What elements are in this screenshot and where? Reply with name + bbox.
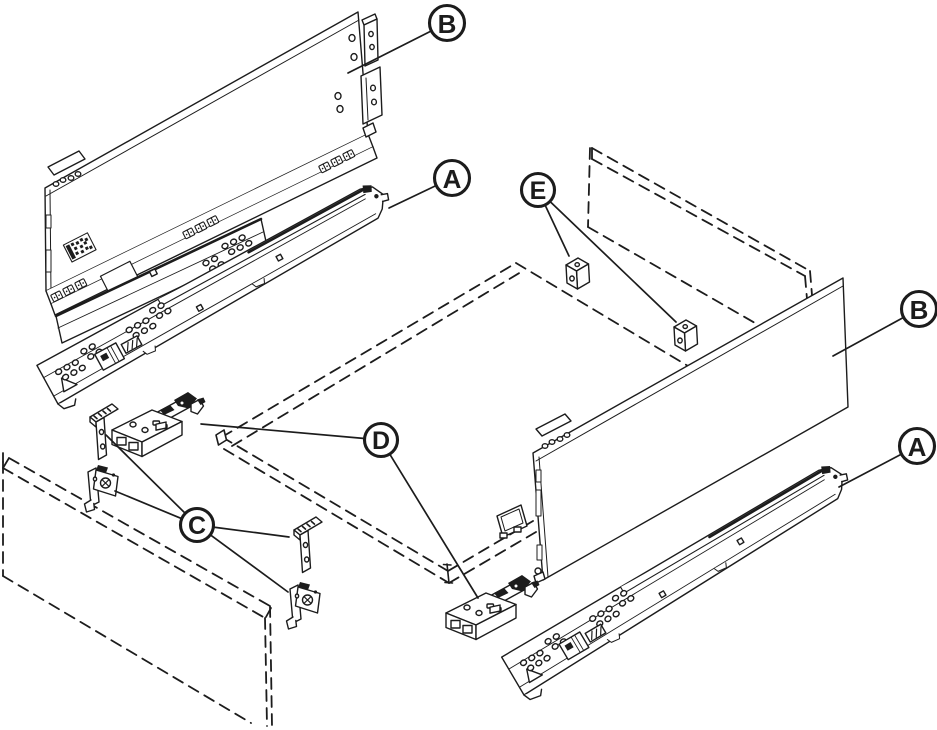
front-fixing-latch-left	[83, 464, 119, 513]
callout-e-letter: E	[530, 177, 547, 205]
rear-panel-dashed-outline	[587, 147, 813, 324]
leader-a-right	[838, 453, 903, 488]
leader-b-right	[832, 316, 905, 357]
leader-c-3	[212, 526, 290, 538]
leader-d-2	[388, 453, 479, 599]
locking-device-left	[111, 391, 207, 458]
callout-a-left-letter: A	[443, 164, 462, 194]
rear-mounting-plates	[360, 13, 383, 138]
locking-device-right	[445, 574, 541, 641]
leader-lines	[105, 30, 905, 599]
front-panel-dashed-outline	[2, 452, 273, 727]
callout-a-right: A	[897, 426, 937, 466]
rear-fixing-bracket-left	[565, 257, 591, 290]
leader-b-left	[347, 30, 433, 74]
callout-a-left: A	[432, 158, 472, 198]
qr-label	[62, 232, 97, 263]
callout-b-right: B	[899, 289, 937, 329]
leader-c-2	[114, 490, 183, 520]
left-drawer-side-panel	[44, 11, 383, 316]
callout-d-letter: D	[372, 427, 390, 455]
callout-a-right-letter: A	[908, 432, 927, 462]
leader-c-1	[105, 434, 187, 515]
sticker-tag	[47, 150, 86, 176]
leader-e-2	[549, 200, 677, 323]
front-fixing-latch-right	[285, 581, 321, 630]
leader-e-1	[544, 204, 570, 257]
front-bracket-plate	[496, 504, 528, 539]
callout-b-left-letter: B	[438, 9, 457, 39]
callout-d: D	[362, 421, 400, 459]
callouts: B A E B D C A	[178, 3, 937, 544]
sticker-tag	[535, 413, 572, 437]
callout-b-right-letter: B	[910, 295, 929, 325]
callout-e: E	[519, 171, 557, 209]
right-drawer-side-panel	[532, 277, 849, 584]
drawer-base-thickness-ticks	[215, 429, 454, 584]
front-fixing-bracket-right	[293, 516, 323, 574]
leader-d-1	[200, 423, 366, 440]
callout-b-left: B	[427, 3, 467, 43]
leader-c-4	[209, 533, 289, 593]
callout-c: C	[178, 506, 216, 544]
rear-fixing-bracket-right	[673, 319, 699, 352]
callout-c-letter: C	[188, 512, 206, 540]
leader-a-left	[388, 184, 438, 209]
